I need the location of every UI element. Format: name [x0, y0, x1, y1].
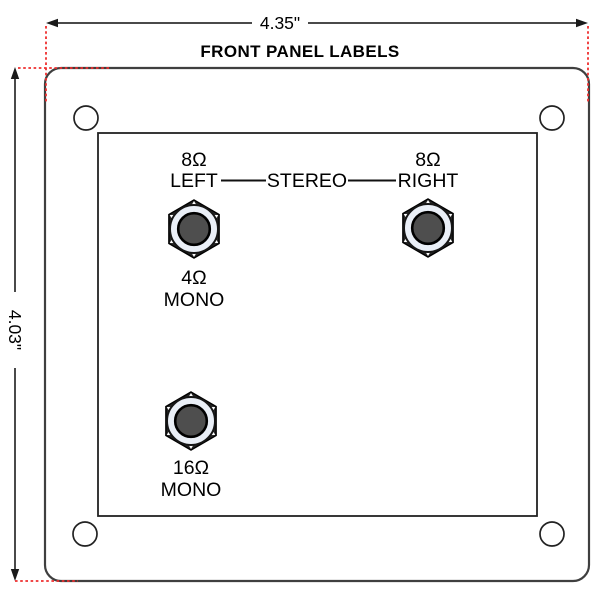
- label-area-outline: [97, 132, 538, 517]
- label-impedance-right: 8Ω: [415, 149, 440, 171]
- dim-width-label: 4.35": [260, 13, 300, 33]
- dim-height-arrowhead-top: [10, 67, 20, 79]
- dim-height-label: 4.03": [5, 310, 25, 350]
- mounting-hole-bottom-right: [539, 521, 565, 547]
- mounting-hole-bottom-left: [72, 521, 98, 547]
- mounting-hole-top-right: [539, 105, 565, 131]
- mounting-hole-top-left: [73, 105, 99, 131]
- label-impedance-left: 8Ω: [181, 149, 206, 171]
- label-impedance-mono4: 4Ω: [181, 267, 206, 289]
- drawing-title: FRONT PANEL LABELS: [200, 42, 399, 61]
- dim-width-arrowhead-right: [576, 18, 588, 28]
- dim-width-arrowhead-left: [46, 18, 58, 28]
- label-mono16: MONO: [161, 479, 222, 501]
- dim-height-label-backing: [5, 292, 25, 368]
- label-impedance-mono16: 16Ω: [173, 457, 209, 479]
- label-mono4: MONO: [164, 289, 225, 311]
- label-stereo: STEREO: [267, 170, 347, 192]
- label-right: RIGHT: [398, 170, 459, 192]
- dim-width-label-backing: [252, 13, 308, 32]
- dim-height-arrowhead-bottom: [10, 569, 20, 581]
- label-left: LEFT: [170, 170, 218, 192]
